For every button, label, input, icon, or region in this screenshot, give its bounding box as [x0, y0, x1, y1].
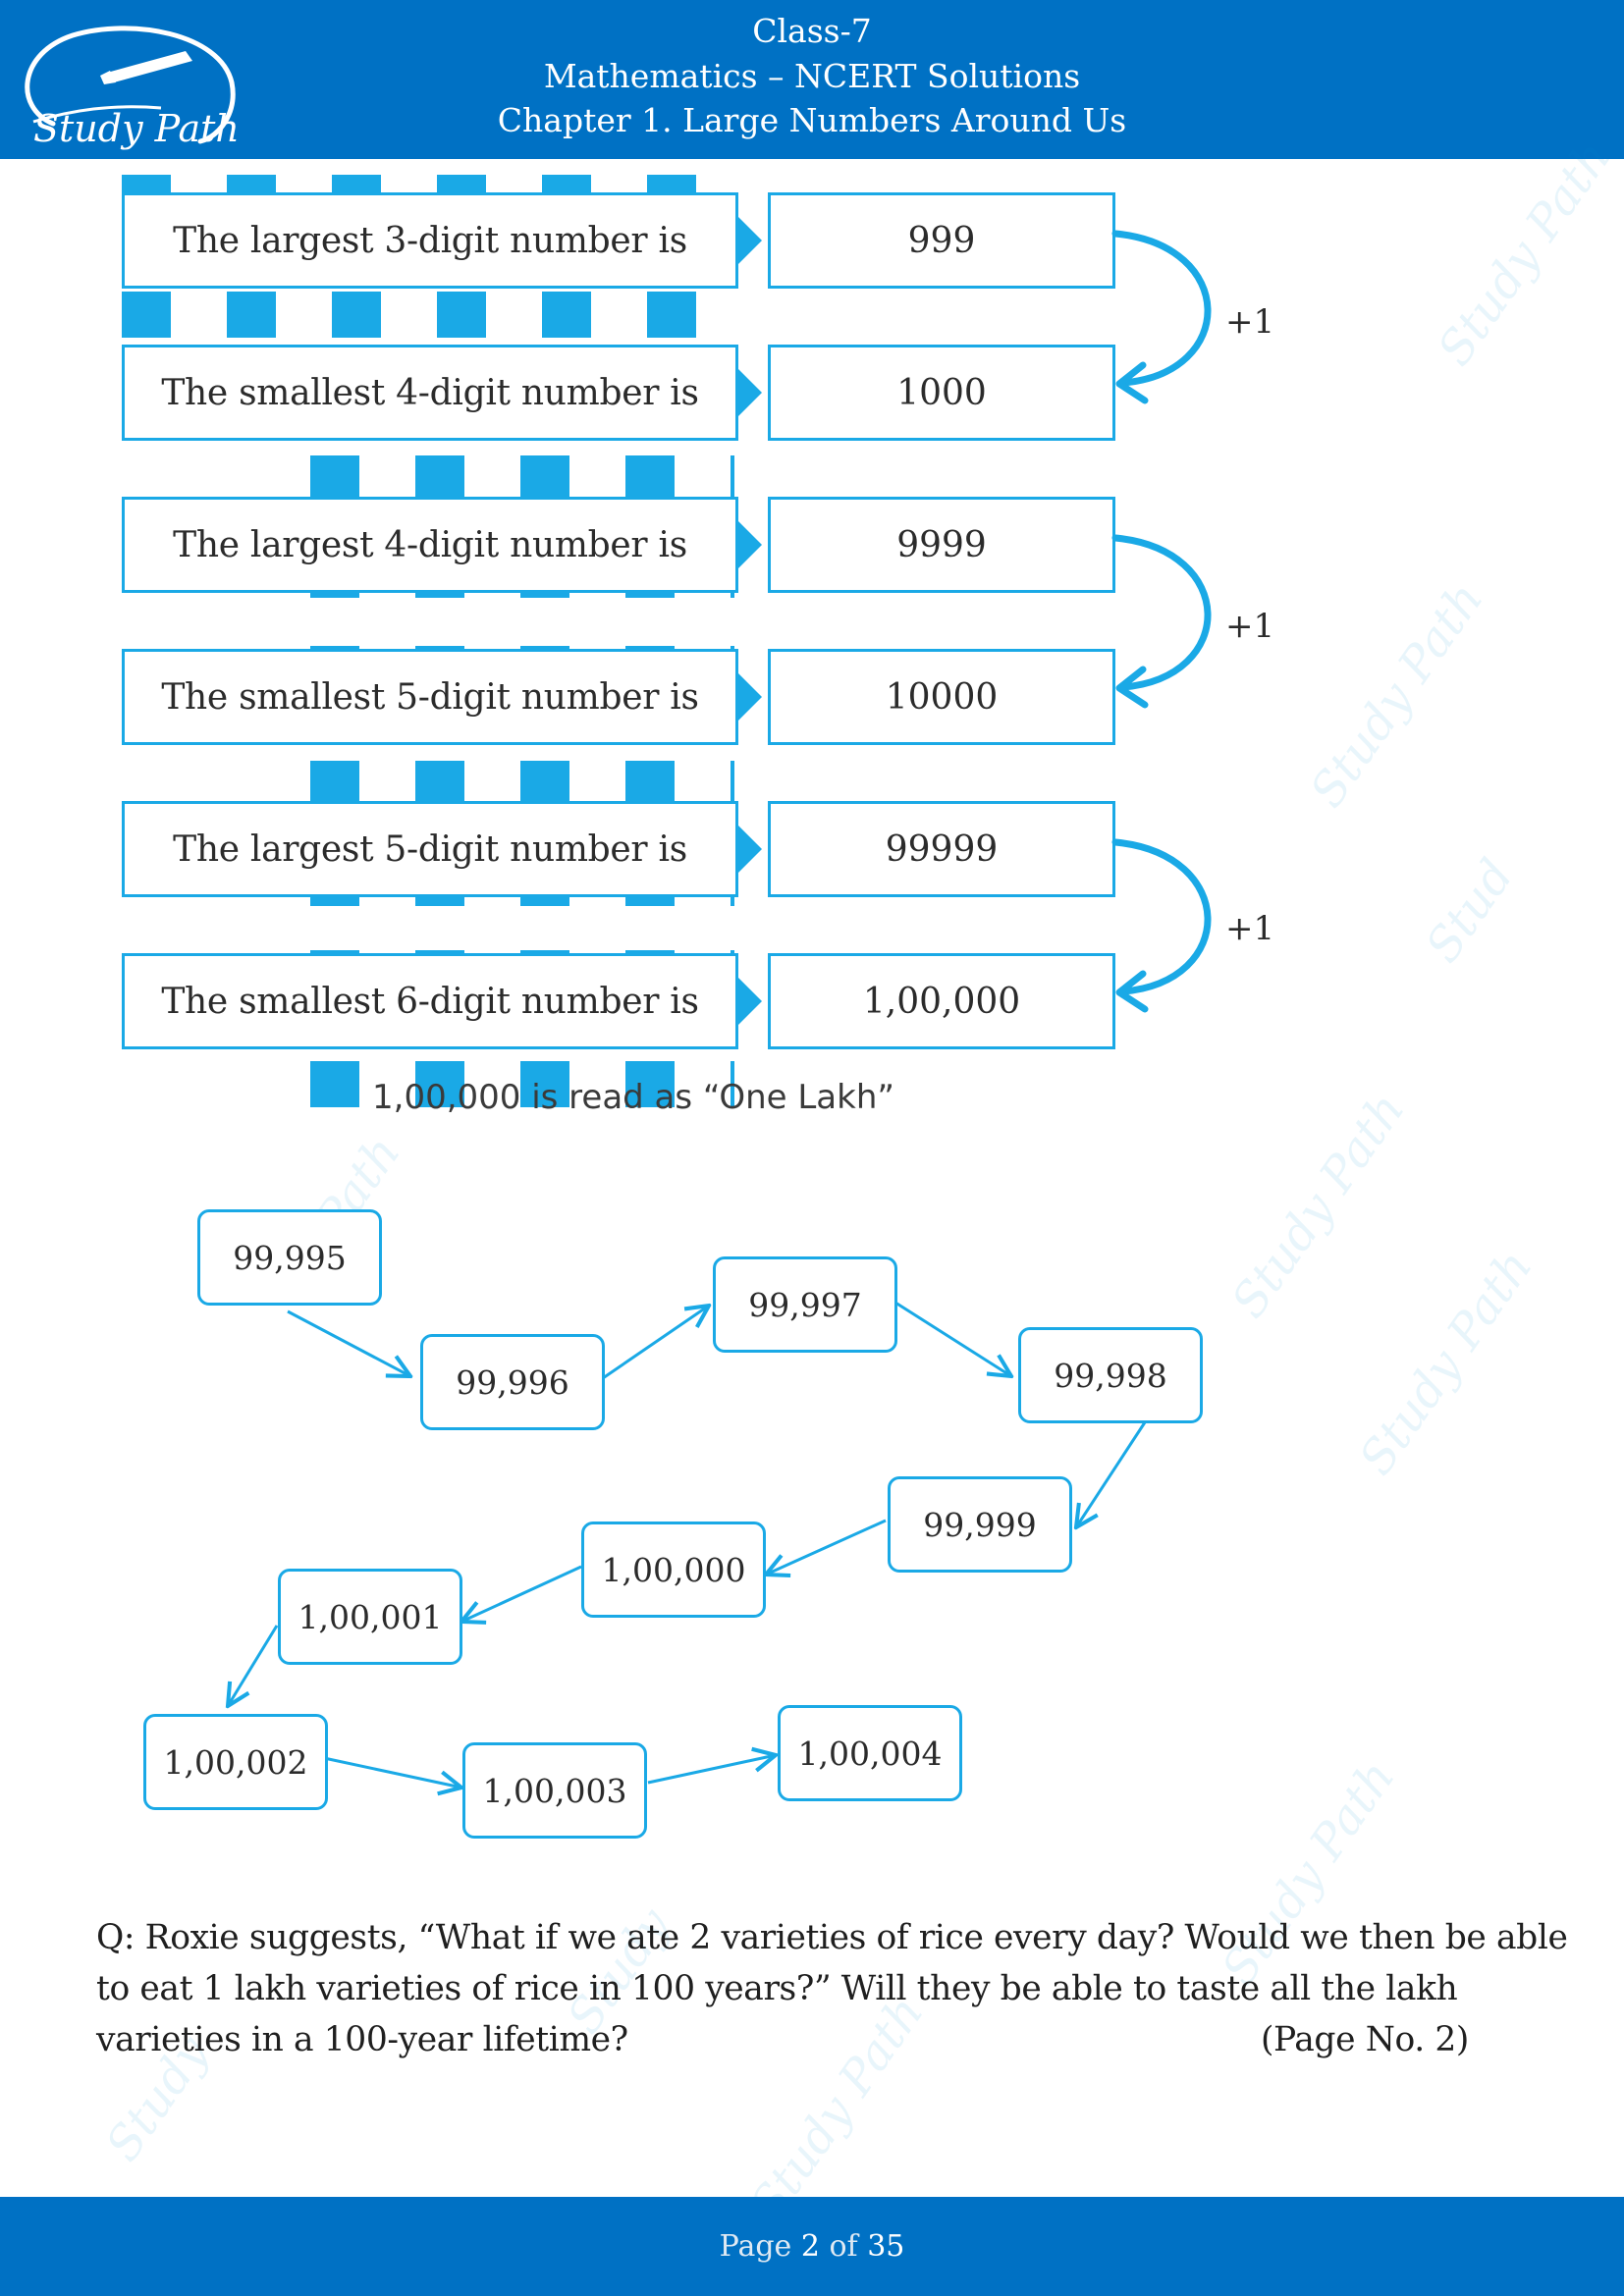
- sequence-number: 99,995: [197, 1209, 382, 1306]
- row-label: The largest 4-digit number is: [122, 497, 738, 593]
- pointer-arrow: [736, 671, 762, 722]
- row-value: 1,00,000: [768, 953, 1115, 1049]
- sequence-number: 1,00,001: [278, 1569, 462, 1665]
- pointer-arrow: [736, 215, 762, 266]
- lakh-caption: 1,00,000 is read as “One Lakh”: [372, 1078, 894, 1117]
- question-line: to eat 1 lakh varieties of rice in 100 y…: [96, 1969, 1458, 2008]
- ribbon-decoration: [122, 292, 734, 338]
- watermark: Stud: [1415, 849, 1525, 973]
- pointer-arrow: [736, 976, 762, 1027]
- chapter-title: Chapter 1. Large Numbers Around Us: [497, 101, 1127, 139]
- sequence-number: 99,996: [420, 1334, 605, 1430]
- sequence-number: 1,00,000: [581, 1522, 766, 1618]
- page-footer: Page 2 of 35: [0, 2197, 1624, 2296]
- row-label: The largest 5-digit number is: [122, 801, 738, 897]
- ribbon-decoration: [310, 1061, 734, 1107]
- sequence-number: 1,00,003: [462, 1742, 647, 1839]
- question-line: Q: Roxie suggests, “What if we ate 2 var…: [96, 1918, 1568, 1957]
- class-title: Class-7: [752, 12, 872, 50]
- row-value: 1000: [768, 345, 1115, 441]
- pointer-arrow: [736, 824, 762, 875]
- sequence-number: 99,998: [1018, 1327, 1203, 1423]
- page-header: Study Path Class-7 Mathematics – NCERT S…: [0, 0, 1624, 159]
- page-middle: of: [819, 2229, 868, 2264]
- ribbon-decoration: [310, 455, 734, 502]
- watermark: Study Path: [1427, 131, 1622, 376]
- row-label: The smallest 6-digit number is: [122, 953, 738, 1049]
- pointer-arrow: [736, 367, 762, 418]
- increment-label: +1: [1225, 607, 1275, 646]
- row-value: 99999: [768, 801, 1115, 897]
- question-text: Q: Roxie suggests, “What if we ate 2 var…: [96, 1912, 1568, 2065]
- watermark: Study Path: [1220, 1083, 1416, 1328]
- sequence-number: 99,997: [713, 1256, 897, 1353]
- sequence-number: 1,00,002: [143, 1714, 328, 1810]
- sequence-number: 99,999: [888, 1476, 1072, 1573]
- page-prefix: Page: [719, 2229, 801, 2264]
- row-value: 999: [768, 192, 1115, 289]
- row-label: The smallest 4-digit number is: [122, 345, 738, 441]
- increment-label: +1: [1225, 909, 1275, 948]
- question-line: varieties in a 100-year lifetime?: [96, 2020, 628, 2059]
- page-total: 35: [867, 2229, 905, 2264]
- row-value: 10000: [768, 649, 1115, 745]
- page-current: 2: [800, 2229, 820, 2264]
- row-value: 9999: [768, 497, 1115, 593]
- row-label: The smallest 5-digit number is: [122, 649, 738, 745]
- study-path-logo: Study Path: [25, 26, 240, 150]
- ribbon-decoration: [310, 762, 734, 808]
- svg-text:Study Path: Study Path: [33, 107, 240, 150]
- row-label: The largest 3-digit number is: [122, 192, 738, 289]
- watermark: Study Path: [1348, 1240, 1543, 1485]
- watermark: Study Path: [1299, 572, 1494, 818]
- page-reference: (Page No. 2): [1260, 2020, 1469, 2059]
- subject-title: Mathematics – NCERT Solutions: [543, 57, 1081, 95]
- increment-label: +1: [1225, 302, 1275, 342]
- sequence-number: 1,00,004: [778, 1705, 962, 1801]
- pointer-arrow: [736, 519, 762, 570]
